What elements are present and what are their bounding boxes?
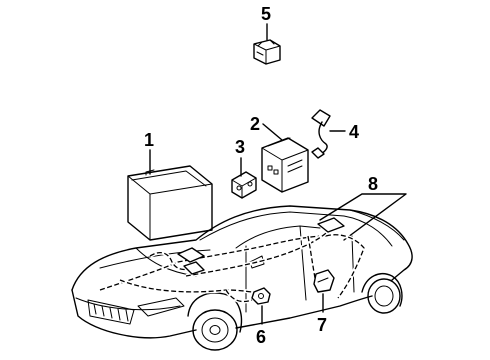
wiring-harness bbox=[99, 222, 367, 304]
callout-4: 4 bbox=[349, 122, 359, 142]
battery-tray-part-1 bbox=[127, 165, 213, 241]
rear-sensor-part-7 bbox=[313, 269, 335, 293]
callout-7: 7 bbox=[317, 315, 327, 335]
relay-module-part-5 bbox=[253, 39, 281, 65]
callout-2: 2 bbox=[250, 114, 260, 134]
leader-line-8 bbox=[319, 193, 407, 241]
callout-3: 3 bbox=[235, 137, 245, 157]
callout-1: 1 bbox=[144, 130, 154, 150]
dash-module bbox=[177, 247, 205, 275]
callout-8: 8 bbox=[368, 174, 378, 194]
control-module-part-2 bbox=[261, 137, 309, 193]
callout-5: 5 bbox=[261, 4, 271, 24]
callout-6: 6 bbox=[256, 327, 266, 347]
leader-line-2 bbox=[262, 123, 283, 141]
rear-module bbox=[317, 217, 345, 233]
door-sensor-part-6 bbox=[251, 287, 271, 305]
impact-sensor-part-4 bbox=[311, 109, 331, 159]
sensor-bracket-part-3 bbox=[231, 171, 257, 199]
